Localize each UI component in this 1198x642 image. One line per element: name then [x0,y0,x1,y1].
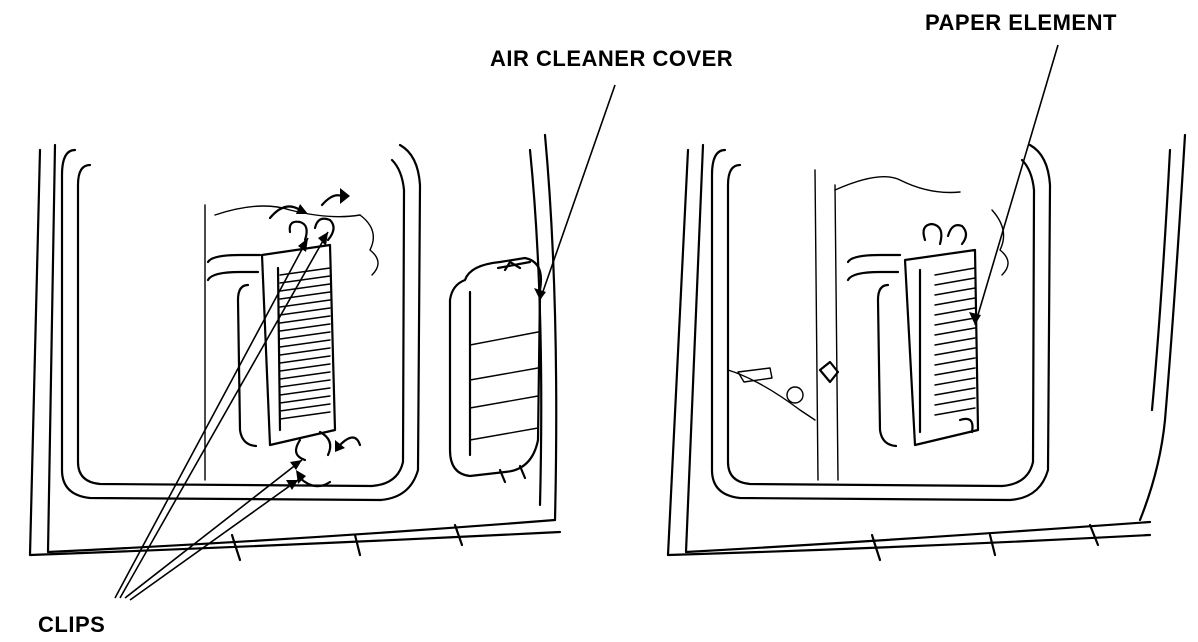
paper-element-label: PAPER ELEMENT [925,10,1117,35]
leader-lines [114,44,1059,601]
right-figure [666,133,1187,562]
clips-label: CLIPS [38,612,106,637]
air-cleaner-cover-label: AIR CLEANER COVER [490,46,734,71]
left-figure [28,133,562,562]
